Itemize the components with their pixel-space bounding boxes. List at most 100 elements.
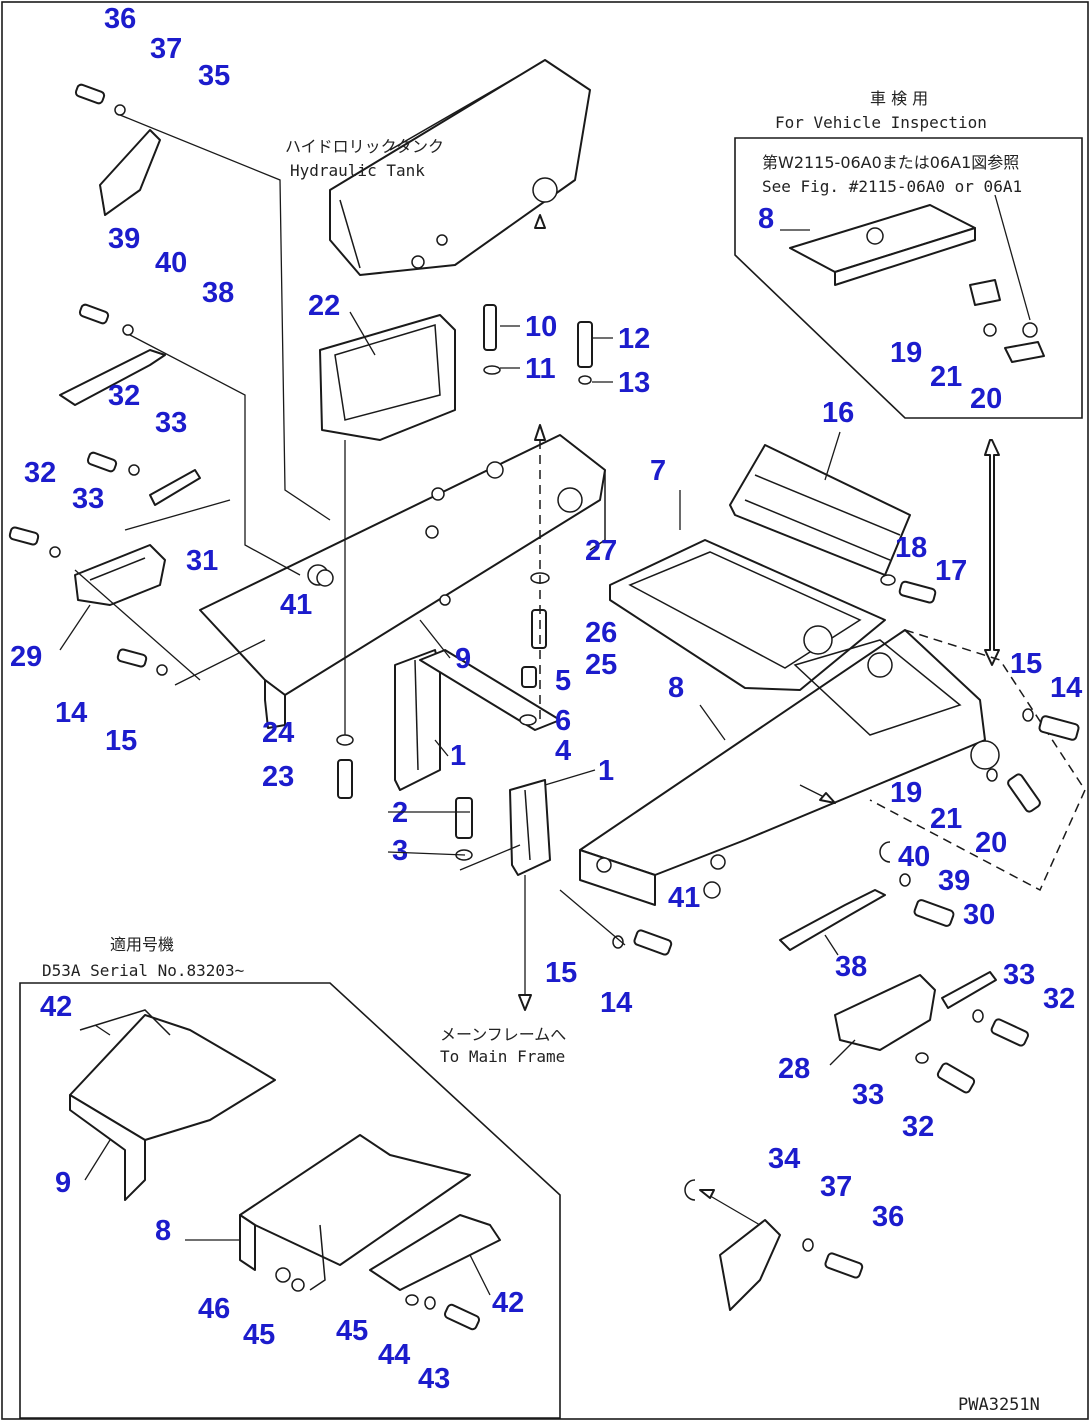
callout-20: 20 bbox=[975, 827, 1007, 859]
callout-32: 32 bbox=[902, 1111, 934, 1143]
callout-1: 1 bbox=[598, 755, 614, 787]
callout-30: 30 bbox=[963, 899, 995, 931]
callout-38: 38 bbox=[835, 951, 867, 983]
assembly-lines bbox=[74, 114, 891, 1226]
plate-31 bbox=[149, 469, 201, 506]
bracket-28 bbox=[834, 974, 936, 1051]
callout-21: 21 bbox=[930, 803, 962, 835]
inspection-title-jp: 車 検 用 bbox=[870, 89, 928, 108]
callout-33: 33 bbox=[1003, 959, 1035, 991]
inspection-ref-jp: 第W2115-06A0または06A1図参照 bbox=[762, 153, 1019, 172]
right-main-frame bbox=[579, 629, 1086, 906]
callout-9: 9 bbox=[55, 1167, 71, 1199]
callout-16: 16 bbox=[822, 397, 854, 429]
callout-25: 25 bbox=[585, 649, 617, 681]
callout-5: 5 bbox=[555, 665, 571, 697]
callout-33: 33 bbox=[155, 407, 187, 439]
figure-code: PWA3251N bbox=[958, 1395, 1040, 1415]
callout-43: 43 bbox=[418, 1363, 450, 1395]
callout-32: 32 bbox=[108, 380, 140, 412]
cover-22 bbox=[319, 314, 456, 441]
callout-4: 4 bbox=[555, 735, 571, 767]
callout-14: 14 bbox=[55, 697, 87, 729]
callout-19: 19 bbox=[890, 337, 922, 369]
plate-30 bbox=[941, 971, 997, 1009]
callout-28: 28 bbox=[778, 1053, 810, 1085]
callout-36: 36 bbox=[872, 1201, 904, 1233]
callout-35: 35 bbox=[198, 60, 230, 92]
hydraulic-tank-label-en: Hydraulic Tank bbox=[290, 161, 425, 180]
guard-38-upper bbox=[59, 349, 166, 406]
serial-label-jp: 適用号機 bbox=[110, 935, 174, 954]
callout-leaders bbox=[59, 311, 856, 1296]
guard-34 bbox=[719, 1219, 781, 1311]
callout-41: 41 bbox=[668, 882, 700, 914]
callout-42: 42 bbox=[40, 991, 72, 1023]
main-frame-label-en: To Main Frame bbox=[440, 1047, 565, 1066]
callout-24: 24 bbox=[262, 717, 294, 749]
callout-15: 15 bbox=[545, 957, 577, 989]
callout-42: 42 bbox=[492, 1287, 524, 1319]
callout-39: 39 bbox=[108, 223, 140, 255]
callout-1: 1 bbox=[450, 740, 466, 772]
callout-8: 8 bbox=[758, 203, 774, 235]
callout-13: 13 bbox=[618, 367, 650, 399]
callout-2: 2 bbox=[392, 797, 408, 829]
callout-15: 15 bbox=[1010, 648, 1042, 680]
callout-34: 34 bbox=[768, 1143, 800, 1175]
guard-38-lower bbox=[779, 889, 886, 951]
callout-33: 33 bbox=[852, 1079, 884, 1111]
bracket-29 bbox=[74, 544, 166, 606]
callout-21: 21 bbox=[930, 361, 962, 393]
callout-45: 45 bbox=[336, 1315, 368, 1347]
callout-18: 18 bbox=[895, 532, 927, 564]
callout-22: 22 bbox=[308, 290, 340, 322]
callout-26: 26 bbox=[585, 617, 617, 649]
inspection-inset: 車 検 用 For Vehicle Inspection 第W2115-06A0… bbox=[734, 89, 1083, 419]
callout-39: 39 bbox=[938, 865, 970, 897]
callout-11: 11 bbox=[525, 353, 556, 385]
callout-10: 10 bbox=[525, 311, 557, 343]
serial-inset: 適用号機 D53A Serial No.83203~ bbox=[19, 935, 561, 1419]
cover-16 bbox=[729, 444, 911, 576]
callout-20: 20 bbox=[970, 383, 1002, 415]
callout-36: 36 bbox=[104, 3, 136, 35]
callout-14: 14 bbox=[600, 987, 632, 1019]
callout-numbers: 36 37 35 39 40 38 32 33 32 33 31 29 41 1… bbox=[10, 3, 1082, 1395]
callout-9: 9 bbox=[455, 643, 471, 675]
callout-3: 3 bbox=[392, 835, 408, 867]
callout-46: 46 bbox=[198, 1293, 230, 1325]
hydraulic-tank: ハイドロリックタンク Hydraulic Tank bbox=[285, 59, 591, 276]
callout-8: 8 bbox=[668, 672, 684, 704]
inspection-ref-en: See Fig. #2115-06A0 or 06A1 bbox=[762, 177, 1022, 196]
callout-19: 19 bbox=[890, 777, 922, 809]
hydraulic-tank-label-jp: ハイドロリックタンク bbox=[285, 137, 444, 156]
callout-31: 31 bbox=[186, 545, 218, 577]
guard-35 bbox=[99, 129, 161, 216]
support-1-left bbox=[394, 649, 441, 791]
callout-37: 37 bbox=[820, 1171, 852, 1203]
bar-4 bbox=[419, 649, 561, 731]
callout-37: 37 bbox=[150, 33, 182, 65]
inspection-title-en: For Vehicle Inspection bbox=[775, 113, 987, 132]
callout-17: 17 bbox=[935, 555, 967, 587]
support-1-right bbox=[509, 779, 551, 876]
callout-15: 15 bbox=[105, 725, 137, 757]
callout-40: 40 bbox=[155, 247, 187, 279]
callout-23: 23 bbox=[262, 761, 294, 793]
callout-45: 45 bbox=[243, 1319, 275, 1351]
callout-7: 7 bbox=[650, 455, 666, 487]
callout-32: 32 bbox=[24, 457, 56, 489]
callout-38: 38 bbox=[202, 277, 234, 309]
callout-33: 33 bbox=[72, 483, 104, 515]
callout-40: 40 bbox=[898, 841, 930, 873]
callout-32: 32 bbox=[1043, 983, 1075, 1015]
callout-29: 29 bbox=[10, 641, 42, 673]
main-frame-label-jp: メーンフレームへ bbox=[440, 1025, 566, 1044]
callout-41: 41 bbox=[280, 589, 312, 621]
callout-44: 44 bbox=[378, 1339, 410, 1371]
callout-6: 6 bbox=[555, 705, 571, 737]
callout-8: 8 bbox=[155, 1215, 171, 1247]
